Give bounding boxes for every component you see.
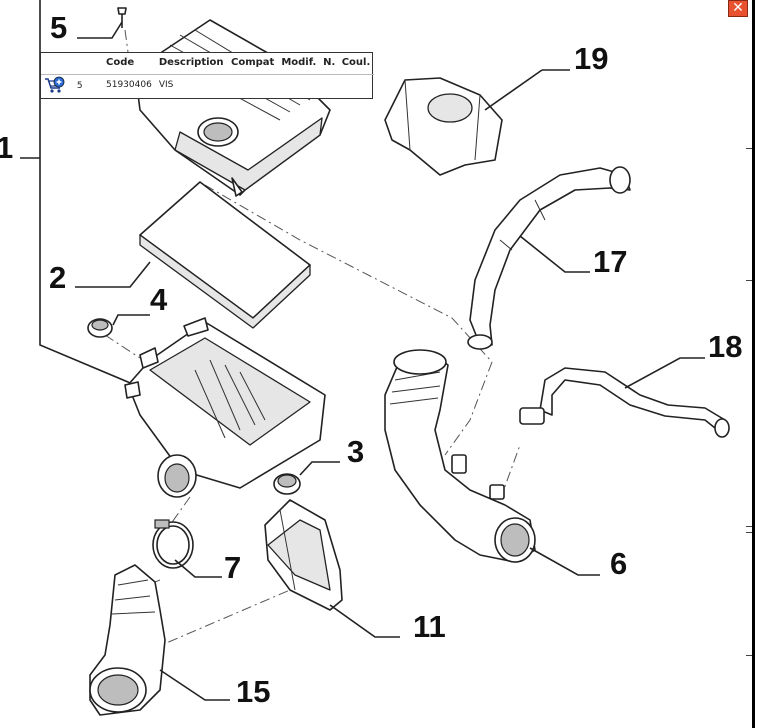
edge-tick [746, 280, 752, 281]
col-icon [41, 55, 103, 75]
cell-compat [228, 75, 278, 96]
edge-tick [746, 655, 752, 656]
intake-duct-part-15[interactable] [89, 564, 166, 716]
edge-tick [746, 148, 752, 149]
cell-coul [339, 75, 374, 96]
callout-19[interactable]: 19 [574, 41, 608, 76]
table-header-row: Code Description Compat Modif. N. Coul. [41, 55, 374, 75]
row-ref: 5 [76, 80, 83, 91]
pipe-part-18[interactable] [519, 367, 730, 438]
leader-1 [39, 0, 136, 386]
col-description: Description [158, 57, 224, 68]
col-coul: Coul. [341, 57, 371, 68]
air-filter-housing[interactable] [124, 317, 326, 498]
col-code: Code [106, 57, 135, 68]
cell-code: 51930406 [106, 80, 152, 90]
screw-part-5[interactable] [117, 7, 127, 28]
resonator-part-7[interactable] [264, 499, 343, 611]
callout-1[interactable]: 1 [0, 130, 13, 165]
col-n: N. [323, 57, 336, 68]
cart-add-icon[interactable] [44, 76, 66, 94]
air-filter-cover[interactable] [134, 19, 331, 197]
close-button[interactable]: ✕ [728, 0, 748, 17]
edge-tick [746, 532, 752, 533]
grommet-part-4[interactable] [87, 318, 113, 338]
callout-5[interactable]: 5 [50, 10, 67, 45]
cell-n [320, 75, 339, 96]
hose-part-17[interactable] [467, 166, 631, 350]
cell-modif [278, 75, 320, 96]
intake-pipe-part-6[interactable] [384, 349, 536, 563]
callout-17[interactable]: 17 [593, 244, 627, 279]
grommet-part-3[interactable] [273, 473, 301, 495]
col-modif: Modif. [281, 57, 317, 68]
col-compat: Compat [230, 57, 275, 68]
table-row[interactable]: 5 51930406 VIS [41, 75, 374, 96]
callout-4[interactable]: 4 [150, 282, 168, 317]
callout-18[interactable]: 18 [708, 329, 742, 364]
edge-tick [746, 526, 752, 527]
clamp-part-11[interactable] [152, 519, 194, 569]
callout-6[interactable]: 6 [610, 546, 627, 581]
bracket-part-19[interactable] [384, 77, 503, 176]
scrollbar-edge[interactable] [752, 0, 755, 728]
callout-7[interactable]: 11 [413, 609, 446, 644]
cell-description: VIS [158, 80, 174, 90]
parts-popup: Code Description Compat Modif. N. Coul. [40, 52, 374, 99]
parts-table: Code Description Compat Modif. N. Coul. [41, 55, 374, 95]
filter-element[interactable] [139, 181, 311, 329]
cell-icon-ref: 5 [41, 75, 103, 96]
callout-15[interactable]: 15 [236, 674, 270, 709]
callout-11[interactable]: 7 [224, 550, 241, 585]
callout-2[interactable]: 2 [49, 260, 66, 295]
callout-3[interactable]: 3 [347, 434, 364, 469]
leaders [75, 21, 705, 701]
